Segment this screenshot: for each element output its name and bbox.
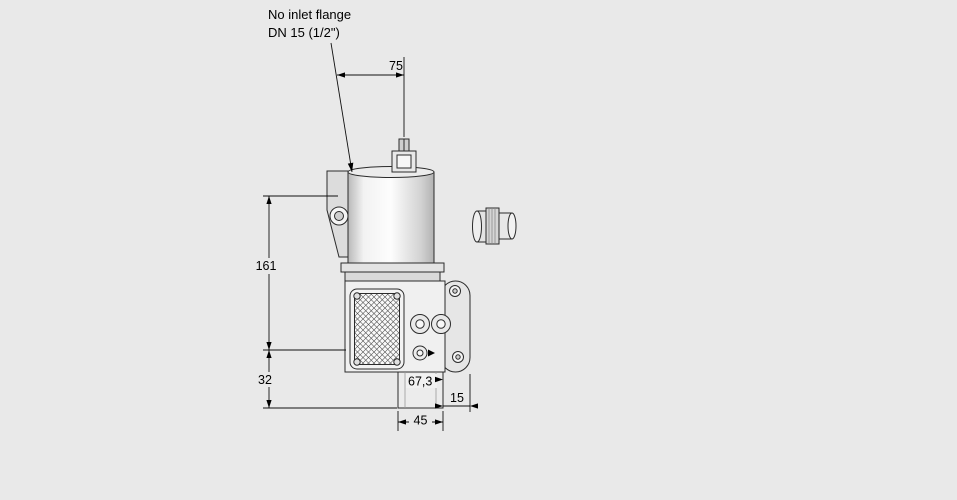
strainer-mesh-panel (349, 288, 405, 370)
note-leader (330, 42, 354, 173)
leader-arrow-icon (347, 162, 354, 172)
panel-screw-icon (393, 292, 401, 300)
dim-45-group: 45 (397, 411, 444, 431)
electrical-connector (391, 138, 417, 173)
dim-label-161: 161 (256, 259, 277, 273)
dim-label-45: 45 (414, 414, 428, 428)
solenoid-actuator (347, 166, 435, 264)
dim-67-3-group: 67,3 (406, 374, 443, 389)
ports-and-bolts (410, 285, 464, 363)
note-line-1: No inlet flange (268, 7, 351, 22)
dimension-annotations: 75 161 32 (253, 42, 478, 431)
dim-161-group: 161 (253, 195, 346, 351)
dim-label-67-3: 67,3 (408, 375, 432, 389)
flange-plates (340, 262, 445, 282)
dim-label-75: 75 (389, 59, 403, 73)
valve-assembly (326, 138, 517, 409)
dim-32-group: 32 (253, 350, 397, 409)
dim-label-15: 15 (450, 391, 464, 405)
panel-screw-icon (393, 358, 401, 366)
inlet-note: No inlet flange DN 15 (1/2") (268, 7, 351, 40)
flow-direction-arrow-icon (428, 349, 435, 357)
dim-75-group: 75 (337, 57, 405, 137)
panel-screw-icon (353, 292, 361, 300)
compression-fitting (472, 207, 517, 245)
note-line-2: DN 15 (1/2") (268, 25, 340, 40)
dim-label-32: 32 (258, 373, 272, 387)
dim-15-group: 15 (435, 374, 478, 412)
panel-screw-icon (353, 358, 361, 366)
mounting-bracket (326, 170, 352, 258)
